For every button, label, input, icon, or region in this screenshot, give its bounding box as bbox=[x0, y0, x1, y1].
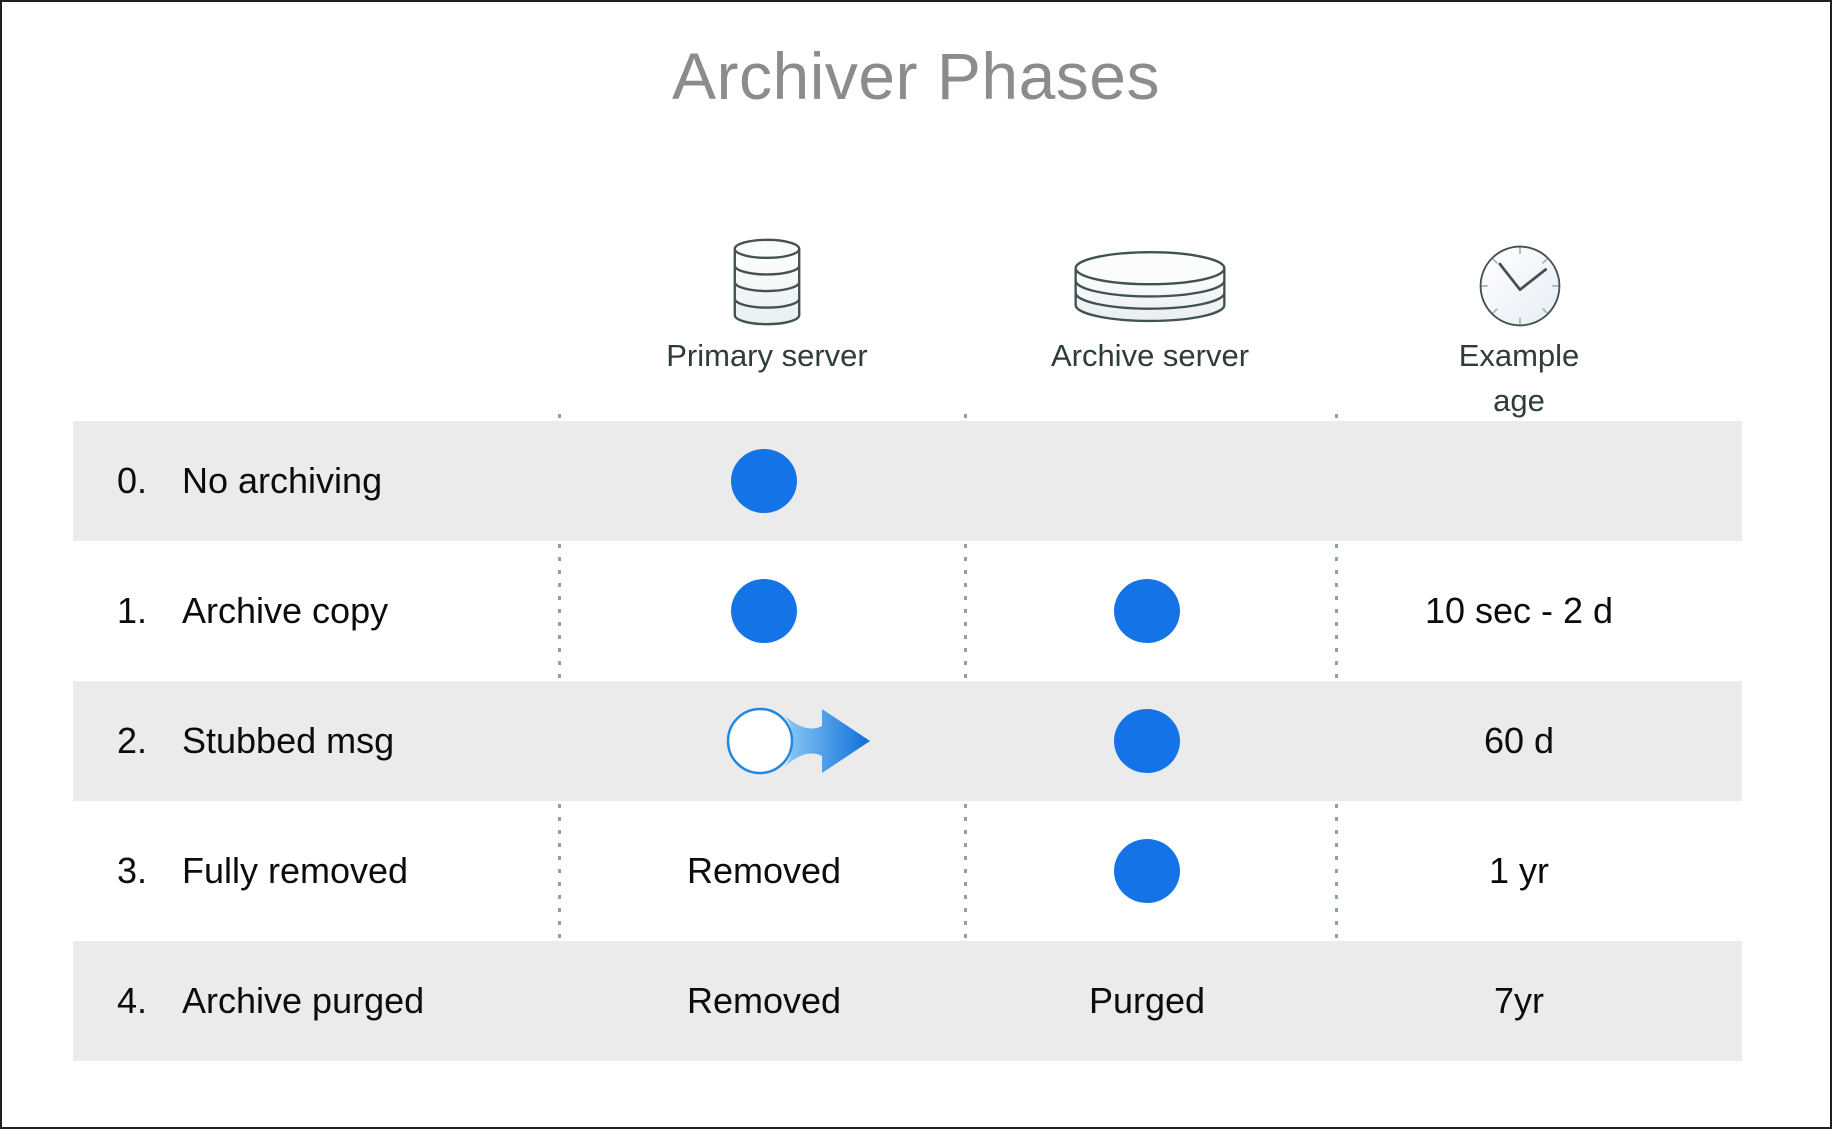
archive-cell: Purged bbox=[1088, 980, 1206, 1021]
table-row: 3. Fully removed Removed 1 yr bbox=[73, 811, 1742, 931]
message-dot-icon bbox=[1114, 579, 1180, 643]
row-number: 2. bbox=[117, 720, 148, 761]
table-row: 4. Archive purged Removed Purged 7yr bbox=[73, 941, 1742, 1061]
example-age-cell: 7yr bbox=[1493, 980, 1545, 1021]
clock-icon bbox=[1476, 242, 1564, 330]
row-label: Archive copy bbox=[182, 590, 389, 631]
table-row: 2. Stubbed msg 60 d bbox=[73, 681, 1742, 801]
message-dot-icon bbox=[731, 579, 797, 643]
primary-cell: Removed bbox=[686, 850, 842, 891]
message-dot-icon bbox=[1114, 709, 1180, 773]
archive-cell bbox=[1114, 579, 1180, 643]
database-cylinder-icon bbox=[731, 236, 803, 329]
stubbed-message-arrow-icon bbox=[726, 707, 870, 775]
example-age-cell: 1 yr bbox=[1488, 850, 1550, 891]
column-header-example-age: Example age bbox=[1458, 338, 1580, 418]
table-row: 0. No archiving bbox=[73, 421, 1742, 541]
row-label: Fully removed bbox=[182, 850, 409, 891]
example-age-cell: 10 sec - 2 d bbox=[1424, 590, 1614, 631]
archive-cell bbox=[1114, 709, 1180, 773]
row-label: Archive purged bbox=[182, 980, 425, 1021]
page-title: Archiver Phases bbox=[671, 39, 1161, 113]
message-dot-icon bbox=[1114, 839, 1180, 903]
primary-cell bbox=[731, 449, 797, 513]
column-header-archive-server: Archive server bbox=[1050, 338, 1250, 373]
row-label: No archiving bbox=[182, 460, 383, 501]
primary-cell bbox=[724, 695, 874, 787]
row-number: 4. bbox=[117, 980, 148, 1021]
row-number: 0. bbox=[117, 460, 148, 501]
row-label: Stubbed msg bbox=[182, 720, 395, 761]
row-number: 1. bbox=[117, 590, 148, 631]
disk-stack-icon bbox=[1070, 247, 1230, 329]
example-age-cell: 60 d bbox=[1483, 720, 1555, 761]
column-header-primary-server: Primary server bbox=[666, 338, 868, 373]
primary-cell bbox=[731, 579, 797, 643]
row-number: 3. bbox=[117, 850, 148, 891]
primary-cell: Removed bbox=[686, 980, 842, 1021]
archive-cell bbox=[1114, 839, 1180, 903]
table-row: 1. Archive copy 10 sec - 2 d bbox=[73, 551, 1742, 671]
message-dot-icon bbox=[731, 449, 797, 513]
